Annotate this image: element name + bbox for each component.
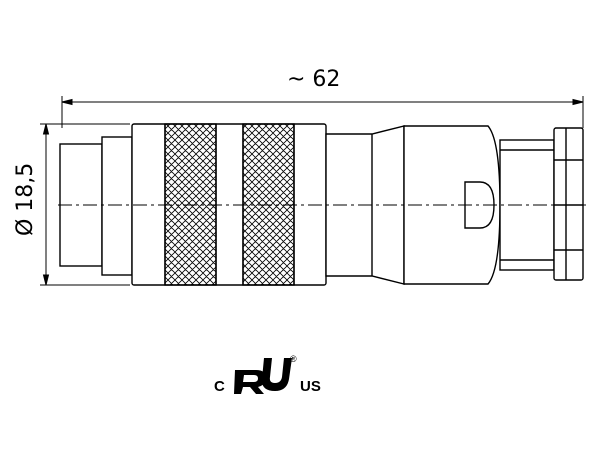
length-arrow-left (61, 98, 73, 106)
diameter-dimension (40, 123, 130, 286)
knurl-band-front (164, 123, 217, 286)
mark-prefix-c: C (214, 378, 225, 395)
knurl-band-rear (242, 123, 295, 286)
ul-certification-mark: C ® US (214, 354, 321, 395)
mark-suffix-us: US (300, 378, 321, 395)
registered-symbol: ® (290, 354, 297, 364)
diameter-arrow-bottom (42, 274, 50, 286)
diameter-label: Ø 18,5 (13, 163, 38, 236)
hex-nut (553, 127, 584, 281)
length-label: ~ 62 (287, 67, 340, 92)
length-dimension (61, 96, 584, 128)
coupling-nut (131, 123, 327, 286)
diameter-arrow-top (42, 123, 50, 135)
front-step (101, 136, 133, 276)
connector-body (59, 123, 584, 286)
length-arrow-right (572, 98, 584, 106)
ur-logo (234, 358, 292, 394)
